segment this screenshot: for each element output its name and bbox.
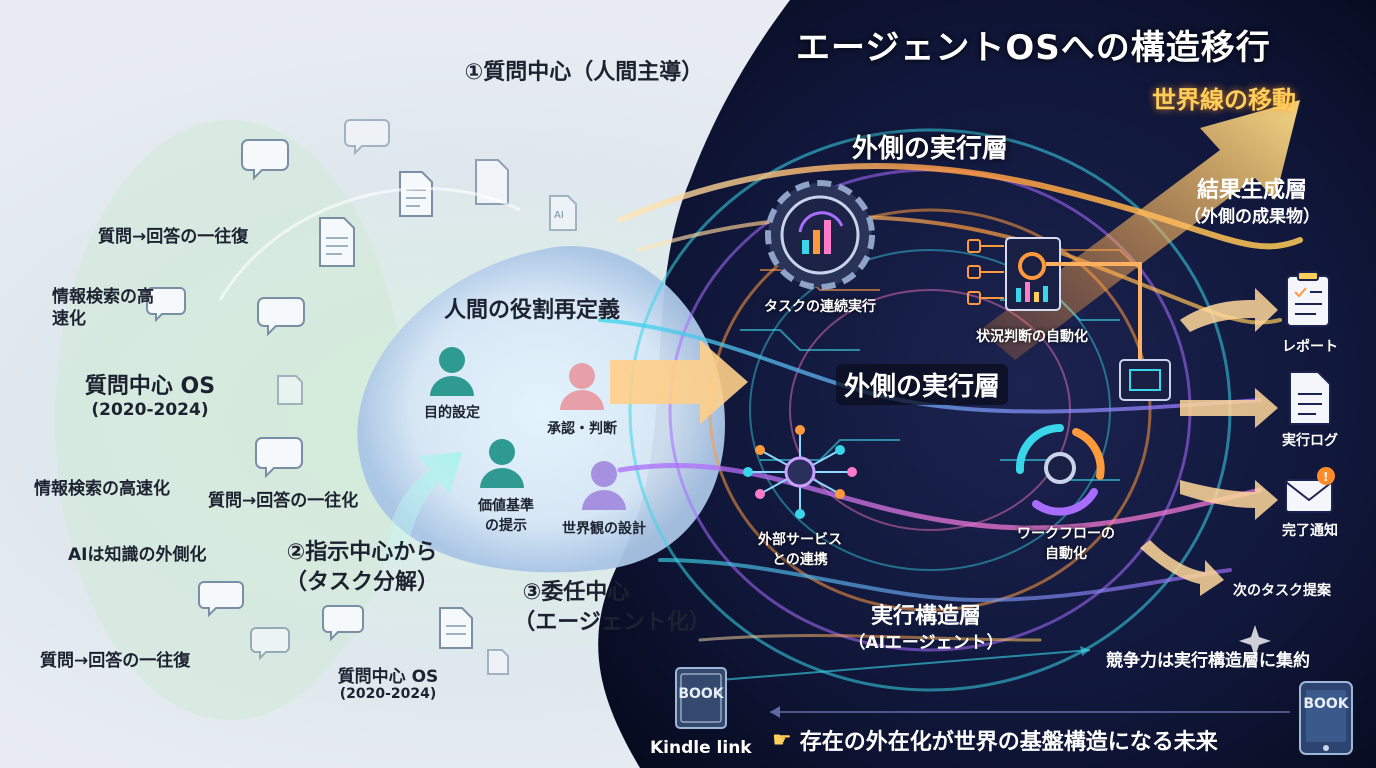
stage1-heading: ①質問中心（人間主導） [464, 60, 704, 85]
role-worldview: 世界観の設計 [562, 521, 646, 537]
pointing-hand-icon: ☛ [772, 727, 792, 753]
tablet-book-icon [1299, 681, 1353, 755]
left-label-2: 情報検索の高速化 [52, 287, 154, 329]
os-label-small: 質問中心 OS [337, 667, 439, 687]
chip-icon [1119, 359, 1171, 401]
person-icon [430, 347, 474, 396]
kindle-link[interactable]: Kindle link [650, 738, 752, 758]
log-icon [1289, 371, 1331, 425]
left-label-4: 質問→回答の一往化 [208, 491, 359, 511]
role-heading: 人間の役割再定義 [443, 298, 621, 323]
os-label: 質問中心 OS [84, 374, 216, 399]
task-chain-label: タスクの連続実行 [764, 299, 876, 315]
os-years-small: (2020-2024) [339, 686, 437, 702]
left-label-1: 質問→回答の一往復 [98, 227, 249, 247]
svg-text:!: ! [1323, 470, 1328, 484]
output-report: レポート [1282, 339, 1338, 355]
left-label-3: 情報検索の高速化 [34, 479, 170, 499]
book-label-right: BOOK [1303, 696, 1349, 712]
output-log: 実行ログ [1282, 433, 1338, 449]
os-years: (2020-2024) [91, 400, 209, 420]
dashboard-icon [967, 237, 1142, 360]
book-label: BOOK [678, 686, 724, 702]
left-label-6: 質問→回答の一往復 [40, 651, 191, 671]
doc-icon-text: AI [554, 210, 564, 221]
role-purpose: 目的設定 [424, 405, 480, 421]
chat-bubble-icon [146, 119, 390, 661]
network-icon [743, 425, 857, 519]
outer-layer-top: 外側の実行層 [851, 134, 1009, 164]
result-layer-line1: 結果生成層 [1196, 178, 1308, 203]
footer-text: 存在の外在化が世界の基盤構造になる未来 [799, 730, 1218, 755]
exec-layer-line2: （AIエージェント） [848, 633, 1004, 653]
person-icon [582, 461, 626, 510]
competition-label: 競争力は実行構造層に集約 [1106, 651, 1310, 671]
external-label: 外部サービス との連携 [758, 532, 842, 568]
workflow-label: ワークフローの 自動化 [1017, 526, 1115, 562]
role-values: 価値基準 の提示 [478, 498, 534, 534]
situation-label: 状況判断の自動化 [976, 329, 1088, 345]
result-layer-line2: （外側の成果物） [1184, 207, 1320, 227]
cycle-arrows-icon [1015, 423, 1105, 516]
left-label-5: AIは知識の外側化 [68, 545, 207, 565]
gear-chart-icon [765, 180, 875, 290]
stage2-line1: ②指示中心から [286, 540, 438, 565]
stage3-line1: ③委任中心 [522, 580, 630, 605]
role-approval: 承認・判断 [547, 421, 617, 437]
stage2-line2: （タスク分解） [284, 570, 440, 595]
footer-banner: ☛ 存在の外在化が世界の基盤構造になる未来 [772, 724, 1218, 756]
book-icon [675, 667, 727, 729]
outer-layer-mid: 外側の実行層 [835, 364, 1009, 405]
clipboard-icon [1286, 271, 1330, 327]
stage3-line2: （エージェント化） [513, 610, 711, 635]
person-icon [560, 363, 604, 410]
person-icon [480, 439, 524, 488]
mail-icon: ! [1285, 467, 1335, 513]
exec-layer-line1: 実行構造層 [870, 604, 982, 629]
page-title: エージェントOSへの構造移行 [796, 28, 1271, 68]
output-notify: 完了通知 [1282, 523, 1338, 539]
next-task-label: 次のタスク提案 [1233, 583, 1331, 599]
worldline-label: 世界線の移動 [1152, 86, 1296, 114]
